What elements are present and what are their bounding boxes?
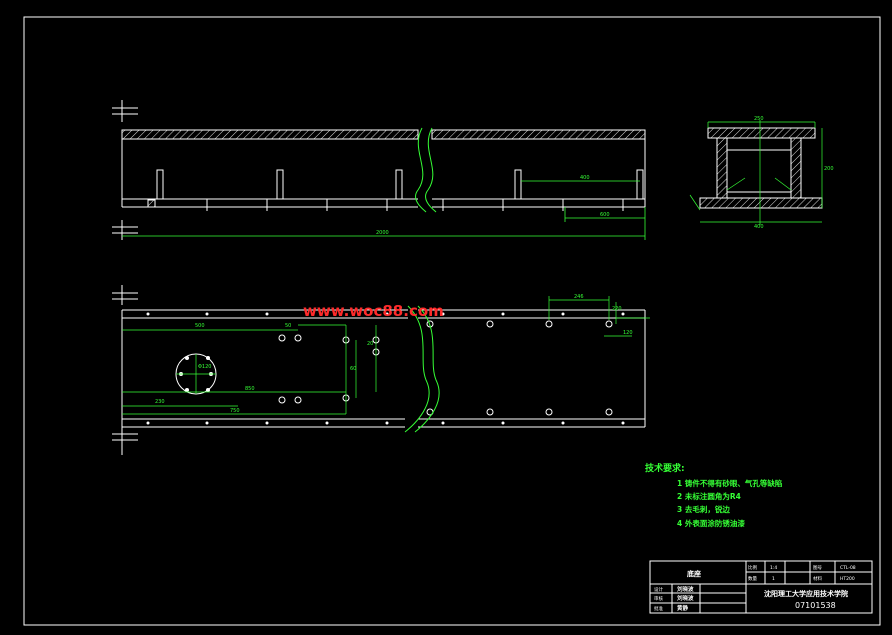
tb-row-label: 审核 [654,595,663,602]
tech-req-item: 2 未标注圆角为R4 [677,491,741,501]
front-dimensions [122,180,646,240]
break-line-plan [404,305,440,433]
dim-60: 60 [350,366,356,372]
tb-drawing-number: 07101538 [795,601,836,610]
tb-part-name: 底座 [687,569,701,578]
tb-scale-label: 比例 [748,564,757,571]
plan-bolt-holes [278,320,613,416]
dim-section-height: 200 [824,166,834,172]
tb-qty-value: 1 [772,576,775,582]
tb-material-value: HT200 [840,576,855,582]
dim-phi120: Φ120 [198,364,211,370]
dim-850: 850 [245,386,255,392]
break-line-front [415,127,437,213]
tb-sheet-value: CTL-08 [840,565,856,571]
tech-req-item: 1 铸件不得有砂眼、气孔等缺陷 [677,478,782,488]
section-view [699,127,823,209]
dim-120: 120 [623,330,633,336]
dim-220: 220 [612,306,622,312]
tb-row-name: 刘晓波 [677,585,694,593]
tb-material-label: 材料 [813,575,822,582]
section-centerlines [689,120,823,225]
dim-rib-spacing-lower: 600 [600,212,610,218]
technical-requirements: 技术要求: 1 铸件不得有砂眼、气孔等缺陷 2 未标注圆角为R4 3 去毛刺，锐… [645,462,782,528]
plan-holes [146,312,625,425]
tb-row-label: 设计 [654,586,663,593]
dim-section-width-bottom: 400 [754,224,764,230]
dim-246: 246 [574,294,584,300]
dim-section-width-top: 250 [754,116,764,122]
dim-50: 50 [285,323,291,329]
title-block [649,560,873,614]
dim-overall-length: 2000 [376,230,389,236]
tb-scale-value: 1:4 [770,565,777,571]
tech-req-title: 技术要求: [645,462,685,474]
dim-20: 20 [367,341,373,347]
dim-500: 500 [195,323,205,329]
tb-row-name: 刘晓波 [677,594,694,602]
dim-230: 230 [155,399,165,405]
plan-dimensions [122,296,650,415]
dim-rib-spacing: 400 [580,175,590,181]
tb-row-label: 批准 [654,605,663,612]
tb-row-name: 黄静 [677,604,689,612]
drawing-border [23,16,881,626]
tb-qty-label: 数量 [748,575,757,582]
dim-750: 750 [230,408,240,414]
plan-view [112,285,646,455]
tb-school: 沈阳理工大学应用技术学院 [764,589,848,598]
tech-req-item: 4 外表面涂防锈油漆 [677,518,745,528]
tb-sheet-label: 图号 [813,565,822,571]
front-view [112,100,646,240]
watermark: www.woc88.com [303,302,444,320]
tech-req-item: 3 去毛刺，锐边 [677,504,730,514]
